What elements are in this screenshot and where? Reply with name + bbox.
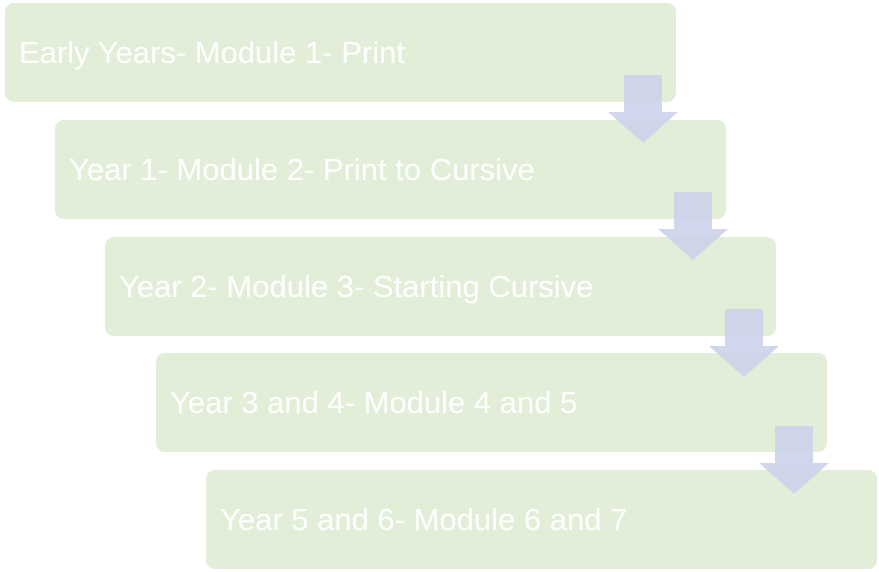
step-box-1: Early Years- Module 1- Print	[5, 3, 676, 102]
step-label: Year 3 and 4- Module 4 and 5	[170, 384, 578, 420]
down-arrow-icon	[608, 75, 678, 143]
step-label: Early Years- Module 1- Print	[19, 34, 405, 70]
step-label: Year 5 and 6- Module 6 and 7	[220, 501, 628, 537]
step-box-3: Year 2- Module 3- Starting Cursive	[105, 237, 776, 336]
step-label: Year 1- Module 2- Print to Cursive	[69, 151, 535, 187]
step-box-5: Year 5 and 6- Module 6 and 7	[206, 470, 877, 569]
down-arrow-icon	[759, 426, 829, 494]
step-box-4: Year 3 and 4- Module 4 and 5	[156, 353, 827, 452]
step-box-2: Year 1- Module 2- Print to Cursive	[55, 120, 726, 219]
down-arrow-icon	[658, 192, 728, 260]
down-arrow-icon	[709, 309, 779, 377]
step-label: Year 2- Module 3- Starting Cursive	[119, 268, 594, 304]
